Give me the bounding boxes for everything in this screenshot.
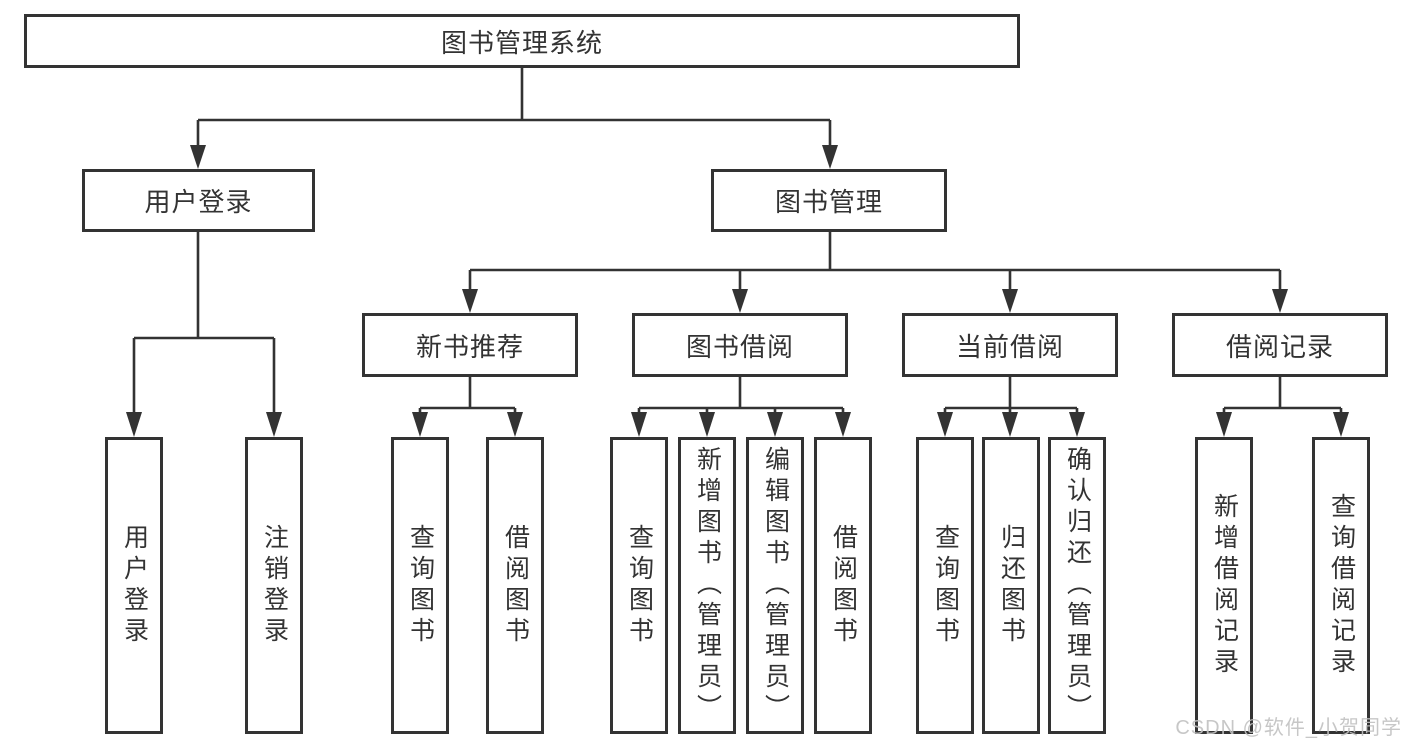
arrow-down-icon	[507, 412, 523, 437]
leaf-query-books: 查询图书	[916, 437, 974, 734]
arrow-down-icon	[767, 412, 783, 437]
node-current-borrowing: 当前借阅	[902, 313, 1118, 377]
node-label: 图书管理系统	[440, 27, 603, 58]
arrow-down-icon	[699, 412, 715, 437]
arrow-down-icon	[462, 289, 478, 313]
node-label: 注销登录	[260, 523, 289, 648]
node-label: 新书推荐	[415, 331, 524, 362]
arrow-down-icon	[1333, 412, 1349, 437]
node-new-book-recommend: 新书推荐	[362, 313, 578, 377]
node-label: 图书借阅	[685, 331, 794, 362]
node-label: 查询图书	[406, 523, 435, 648]
node-label: 查询借阅记录	[1327, 492, 1356, 679]
node-label: 用户登录	[120, 523, 149, 648]
node-book-management: 图书管理	[711, 169, 947, 232]
arrow-down-icon	[190, 145, 206, 169]
arrow-down-icon	[1216, 412, 1232, 437]
arrow-down-icon	[1272, 289, 1288, 313]
node-label: 图书管理	[774, 187, 883, 217]
leaf-query-books: 查询图书	[610, 437, 668, 734]
arrow-down-icon	[732, 289, 748, 313]
arrow-down-icon	[126, 412, 142, 437]
node-label: 借阅记录	[1225, 331, 1334, 362]
leaf-query-books: 查询图书	[391, 437, 449, 734]
arrow-down-icon	[266, 412, 282, 437]
node-label: 查询图书	[625, 523, 654, 648]
arrow-down-icon	[937, 412, 953, 437]
node-label: 确认归还（管理员）	[1063, 446, 1092, 725]
leaf-user-login: 用户登录	[105, 437, 163, 734]
arrow-down-icon	[1002, 412, 1018, 437]
node-label: 新增图书（管理员）	[693, 446, 722, 725]
csdn-watermark: CSDN @软件_小贺同学	[1175, 717, 1402, 739]
leaf-borrow-books: 借阅图书	[486, 437, 544, 734]
leaf-add-borrow-record: 新增借阅记录	[1195, 437, 1253, 734]
node-label: 借阅图书	[501, 523, 530, 648]
node-user-login: 用户登录	[82, 169, 315, 232]
node-borrow-records: 借阅记录	[1172, 313, 1388, 377]
leaf-add-books-admin: 新增图书（管理员）	[678, 437, 736, 734]
node-label: 查询图书	[931, 523, 960, 648]
node-label: 新增借阅记录	[1210, 492, 1239, 679]
arrowheads	[126, 145, 1349, 437]
node-book-borrowing: 图书借阅	[632, 313, 848, 377]
leaf-logout: 注销登录	[245, 437, 303, 734]
node-label: 当前借阅	[955, 331, 1064, 362]
leaf-confirm-return-admin: 确认归还（管理员）	[1048, 437, 1106, 734]
leaf-borrow-books: 借阅图书	[814, 437, 872, 734]
node-label: 借阅图书	[829, 523, 858, 648]
leaf-query-borrow-record: 查询借阅记录	[1312, 437, 1370, 734]
arrow-down-icon	[631, 412, 647, 437]
node-label: 编辑图书（管理员）	[761, 446, 790, 725]
leaf-return-books: 归还图书	[982, 437, 1040, 734]
node-label: 用户登录	[144, 187, 253, 217]
arrow-down-icon	[822, 145, 838, 169]
leaf-edit-books-admin: 编辑图书（管理员）	[746, 437, 804, 734]
node-label: 归还图书	[997, 523, 1026, 648]
arrow-down-icon	[1002, 289, 1018, 313]
arrow-down-icon	[1069, 412, 1085, 437]
node-library-system: 图书管理系统	[24, 14, 1020, 68]
connector	[132, 68, 1343, 418]
arrow-down-icon	[835, 412, 851, 437]
arrow-down-icon	[412, 412, 428, 437]
